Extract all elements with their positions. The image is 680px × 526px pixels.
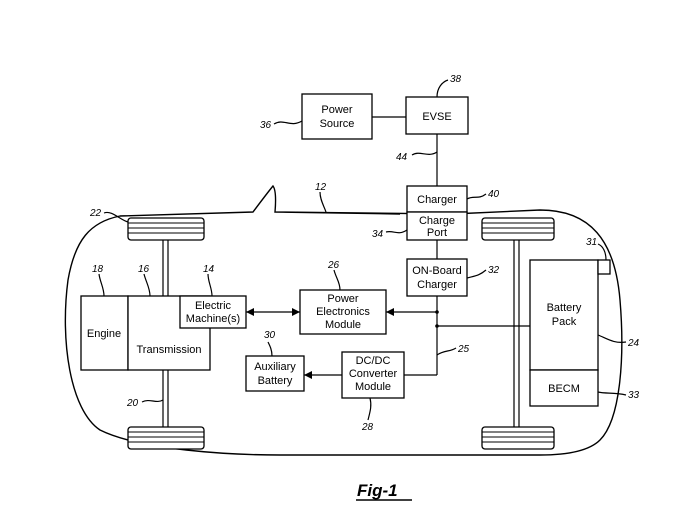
front-bottom-tire — [127, 426, 205, 450]
battery-terminal-31 — [597, 259, 611, 275]
evse-label: EVSE — [422, 111, 451, 123]
becm-label: BECM — [548, 383, 580, 395]
ref-20: 20 — [126, 398, 139, 409]
arrowhead-to-pem-left — [292, 308, 300, 316]
leader-28 — [367, 397, 372, 421]
power-source-label-line2: Source — [320, 118, 355, 130]
ref-44: 44 — [396, 152, 408, 163]
evse-box — [405, 96, 469, 135]
arrowhead-to-electric-machine — [246, 308, 254, 316]
power-electronics-module-box — [299, 289, 387, 335]
leader-34 — [385, 229, 408, 234]
power-source-label-line1: Power — [321, 104, 353, 116]
leader-14 — [207, 273, 213, 297]
ref-28: 28 — [361, 422, 374, 433]
leader-33 — [597, 391, 627, 396]
ref-26: 26 — [327, 260, 340, 271]
dcdc-label-line3: Module — [355, 381, 391, 393]
leader-25 — [436, 347, 457, 356]
power-source-box — [301, 93, 373, 140]
onboard-charger-label-line1: ON-Board — [412, 265, 462, 277]
pem-label-line2: Electronics — [316, 306, 370, 318]
leader-31 — [597, 243, 607, 261]
ref-25: 25 — [457, 344, 470, 355]
ref-22: 22 — [89, 208, 102, 219]
figure-label: Fig-1 — [357, 481, 398, 500]
ref-31: 31 — [586, 237, 597, 248]
ref-18: 18 — [92, 264, 104, 275]
dcdc-converter-box — [341, 351, 405, 399]
leader-20 — [141, 399, 164, 403]
electric-machine-label-line2: Machine(s) — [186, 313, 240, 325]
rear-top-tire — [481, 217, 555, 241]
arrowhead-to-aux-battery — [304, 371, 312, 379]
leader-26 — [333, 269, 341, 291]
ref-24: 24 — [627, 338, 640, 349]
junction-dot-1 — [435, 310, 439, 314]
leader-22 — [103, 211, 129, 223]
ref-32: 32 — [488, 265, 500, 276]
battery-pack-box — [529, 259, 599, 371]
charge-port-label-line2: Port — [427, 227, 447, 239]
pem-label-line1: Power — [327, 293, 359, 305]
leader-12 — [319, 191, 327, 213]
battery-pack-label-line2: Pack — [552, 316, 577, 328]
leader-32 — [466, 269, 487, 279]
ref-40: 40 — [488, 189, 500, 200]
engine-label: Engine — [87, 328, 121, 340]
leader-18 — [98, 273, 105, 297]
rear-bottom-tire — [481, 426, 555, 450]
ref-36: 36 — [260, 120, 272, 131]
dcdc-label-line2: Converter — [349, 368, 398, 380]
transmission-box — [127, 295, 211, 371]
transmission-label: Transmission — [137, 344, 202, 356]
aux-battery-label-line2: Battery — [258, 375, 293, 387]
ref-12: 12 — [315, 182, 327, 193]
ref-38: 38 — [450, 74, 462, 85]
leader-24 — [597, 334, 627, 343]
onboard-charger-label-line2: Charger — [417, 279, 457, 291]
arrowhead-to-pem-right — [386, 308, 394, 316]
leader-44 — [411, 151, 438, 156]
auxiliary-battery-box — [245, 355, 305, 392]
ref-16: 16 — [138, 264, 150, 275]
aux-battery-label-line1: Auxiliary — [254, 361, 296, 373]
electric-machine-box — [179, 295, 247, 329]
pem-label-line3: Module — [325, 319, 361, 331]
leader-36 — [273, 120, 303, 125]
onboard-charger-box — [406, 258, 468, 297]
charge-port-box — [406, 211, 468, 241]
junction-dot-2 — [435, 324, 439, 328]
ref-14: 14 — [203, 264, 215, 275]
leader-30 — [267, 341, 273, 357]
charger-label: Charger — [417, 194, 457, 206]
leader-16 — [143, 273, 151, 297]
electric-machine-label-line1: Electric — [195, 300, 232, 312]
front-top-tire — [127, 217, 205, 241]
leader-40 — [466, 193, 487, 200]
becm-box — [529, 369, 599, 407]
leader-38 — [436, 79, 449, 98]
ref-33: 33 — [628, 390, 640, 401]
ref-34: 34 — [372, 229, 384, 240]
dcdc-label-line1: DC/DC — [356, 355, 391, 367]
battery-pack-label-line1: Battery — [547, 302, 582, 314]
ref-30: 30 — [264, 330, 276, 341]
charge-port-label-line1: Charge — [419, 215, 455, 227]
